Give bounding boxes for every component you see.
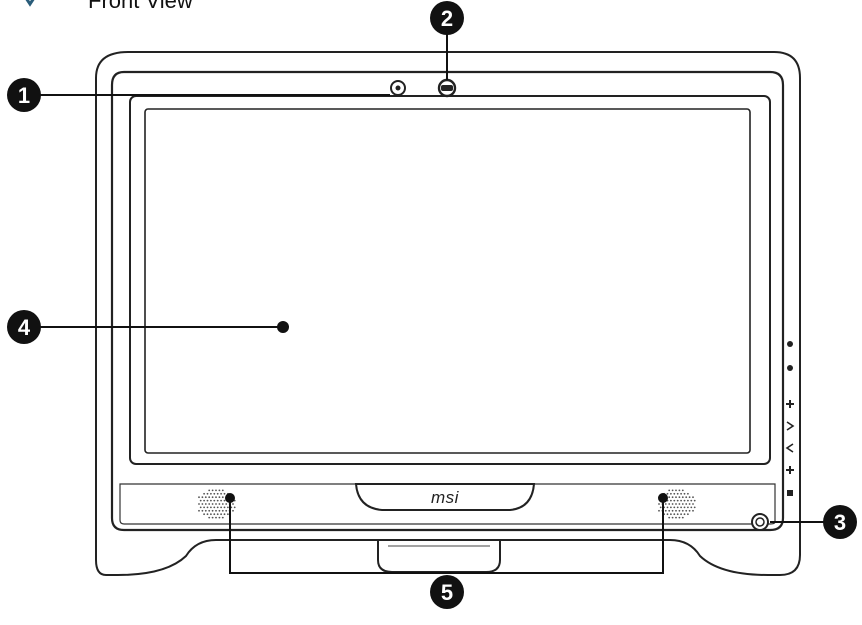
figure-title: Front View — [88, 0, 193, 13]
svg-text:5: 5 — [441, 580, 453, 605]
svg-text:1: 1 — [18, 83, 30, 108]
menu-icon — [786, 466, 794, 474]
section-icon — [20, 0, 50, 12]
menu-icon — [786, 400, 794, 408]
callout-3: 3 — [823, 505, 857, 539]
side-control-buttons — [785, 341, 795, 496]
up-arrow-icon — [786, 421, 795, 431]
power-icon — [787, 341, 793, 347]
square-icon — [787, 490, 793, 496]
power-icon — [787, 365, 793, 371]
callout-2: 2 — [430, 1, 464, 35]
callout-5: 5 — [430, 575, 464, 609]
callout-4: 4 — [7, 310, 41, 344]
svg-text:4: 4 — [18, 315, 31, 340]
svg-text:3: 3 — [834, 510, 846, 535]
stand-base — [377, 536, 501, 573]
brand-logo: msi — [431, 488, 460, 507]
svg-text:2: 2 — [441, 6, 453, 31]
down-arrow-icon — [785, 443, 794, 453]
brand-plate — [354, 483, 536, 511]
callout-1: 1 — [7, 78, 41, 112]
